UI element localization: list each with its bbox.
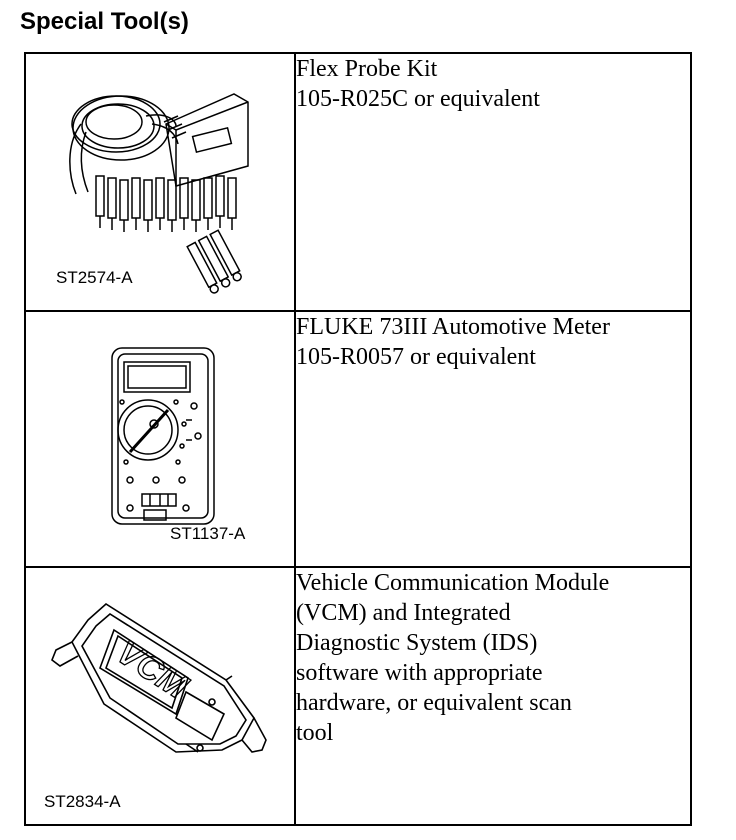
tool-name: Flex Probe Kit [296, 56, 438, 82]
tool-description-line: tool [296, 720, 334, 746]
tool-description-line: Vehicle Communication Module [296, 570, 610, 596]
tool-description-line: hardware, or equivalent scan [296, 690, 572, 716]
page-title: Special Tool(s) [20, 8, 189, 35]
tool-name: FLUKE 73III Automotive Meter [296, 314, 610, 340]
flex-probe-kit-illustration [69, 93, 249, 294]
tool-part-number: 105-R0057 or equivalent [296, 344, 536, 370]
tool-part-number: 105-R025C or equivalent [296, 86, 540, 112]
tool-description-line: Diagnostic System (IDS) [296, 630, 538, 656]
tool-description-cell: FLUKE 73III Automotive Meter 105-R0057 o… [294, 310, 692, 568]
vcm-module-illustration: VCM [51, 603, 267, 753]
fluke-meter-illustration [111, 347, 215, 525]
tool-row-flex-probe-kit: ST2574-A Flex Probe Kit 105-R025C or equ… [24, 52, 692, 312]
tool-description-cell: Vehicle Communication Module (VCM) and I… [294, 566, 692, 826]
figure-code-label: ST1137-A [170, 524, 246, 543]
tool-row-fluke-meter: ST1137-A FLUKE 73III Automotive Meter 10… [24, 310, 692, 568]
special-tools-table: ST2574-A Flex Probe Kit 105-R025C or equ… [24, 52, 692, 826]
tool-description-line: (VCM) and Integrated [296, 600, 511, 626]
tool-illustration-cell: VCM ST2834-A [24, 566, 296, 826]
figure-code-label: ST2834-A [44, 792, 121, 811]
tool-illustration-cell: ST2574-A [24, 52, 296, 312]
tool-illustration-cell: ST1137-A [24, 310, 296, 568]
tool-row-vcm-ids: VCM ST2834-A Vehicle Communication Modul… [24, 566, 692, 826]
tool-description-line: software with appropriate [296, 660, 543, 686]
tool-description-cell: Flex Probe Kit 105-R025C or equivalent [294, 52, 692, 312]
figure-code-label: ST2574-A [56, 268, 133, 287]
